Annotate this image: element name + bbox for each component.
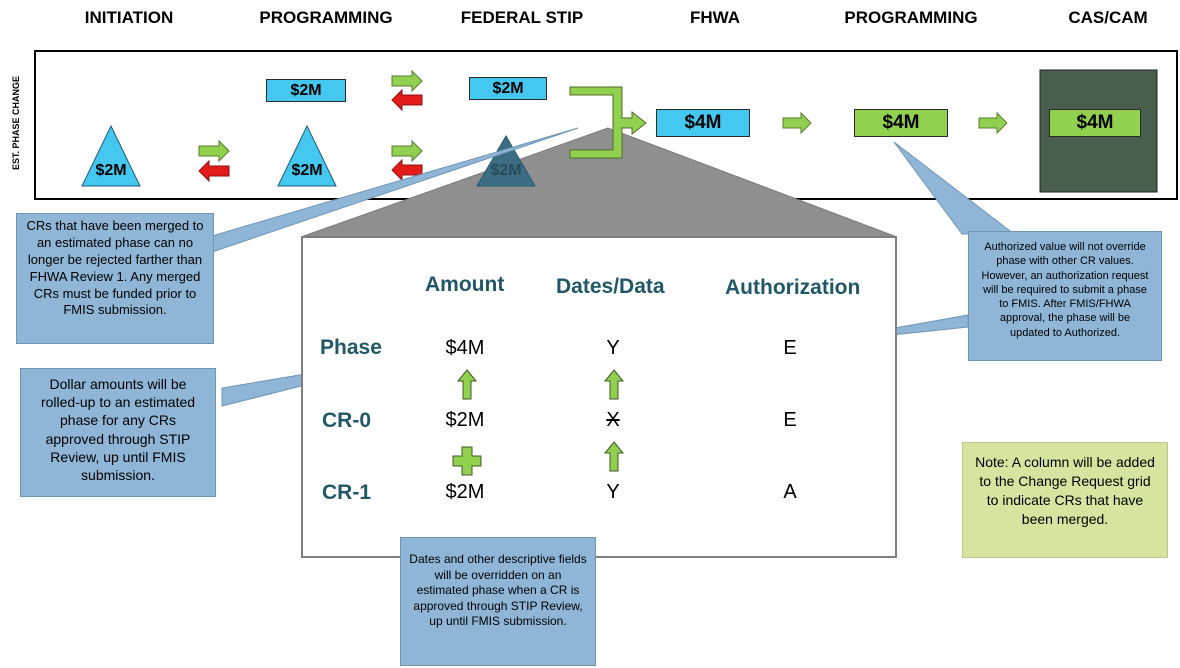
cell-cr1-auth: A	[783, 481, 797, 503]
merge-connector	[569, 86, 647, 159]
initiation-triangle-label: $2M	[95, 162, 127, 179]
cell-cr0-amount: $2M	[445, 409, 485, 431]
callout-pointer-authorized	[893, 141, 1016, 235]
arrow-programming-cas	[978, 111, 1008, 135]
cell-phase-auth: E	[783, 337, 797, 359]
cell-phase-dates: Y	[606, 337, 620, 359]
stip-triangle-label: $2M	[490, 162, 522, 179]
cell-cr0-dates: X	[606, 409, 620, 431]
column-header-dates: Dates/Data	[556, 275, 665, 298]
programming-box: $2M	[266, 79, 346, 102]
stage-title-initiation: INITIATION	[84, 8, 174, 27]
bidir-arrow-programming-stip-bottom	[391, 139, 423, 182]
zoom-wedge	[300, 127, 898, 238]
stip-box: $2M	[469, 77, 547, 100]
initiation-triangle	[81, 124, 141, 187]
callout-merged: CRs that have been merged to an estimate…	[16, 213, 214, 344]
stage-title-programming-2: PROGRAMMING	[844, 8, 978, 27]
note-box: Note: A column will be added to the Chan…	[962, 442, 1168, 558]
row-header-cr0: CR-0	[322, 409, 372, 432]
cell-cr1-dates: Y	[606, 481, 620, 503]
stage-title-cas-cam: CAS/CAM	[1068, 8, 1148, 27]
fhwa-box: $4M	[656, 109, 750, 137]
stip-triangle	[476, 135, 536, 187]
callout-authorized: Authorized value will not override phase…	[968, 231, 1162, 361]
column-header-amount: Amount	[425, 273, 505, 296]
programming2-box: $4M	[854, 109, 948, 137]
programming-triangle-label: $2M	[291, 162, 323, 179]
callout-dates: Dates and other descriptive fields will …	[400, 537, 596, 666]
stage-title-federal-stip: FEDERAL STIP	[460, 8, 584, 27]
stage-title-programming: PROGRAMMING	[259, 8, 393, 27]
cell-cr0-auth: E	[783, 409, 797, 431]
cell-phase-amount: $4M	[445, 337, 485, 359]
row-header-cr1: CR-1	[322, 481, 372, 504]
callout-dollar: Dollar amounts will be rolled-up to an e…	[20, 368, 216, 497]
stage-title-fhwa: FHWA	[689, 8, 741, 27]
bidir-arrow-initiation-programming	[198, 139, 230, 183]
row-header-phase: Phase	[320, 336, 382, 359]
detail-frame	[301, 236, 897, 558]
arrow-fhwa-programming	[782, 111, 812, 135]
cas-cam-box: $4M	[1049, 109, 1141, 137]
cell-cr1-amount: $2M	[445, 481, 485, 503]
column-header-authorization: Authorization	[725, 276, 861, 299]
bidir-arrow-programming-stip-top	[391, 69, 423, 112]
programming-triangle	[277, 124, 337, 187]
